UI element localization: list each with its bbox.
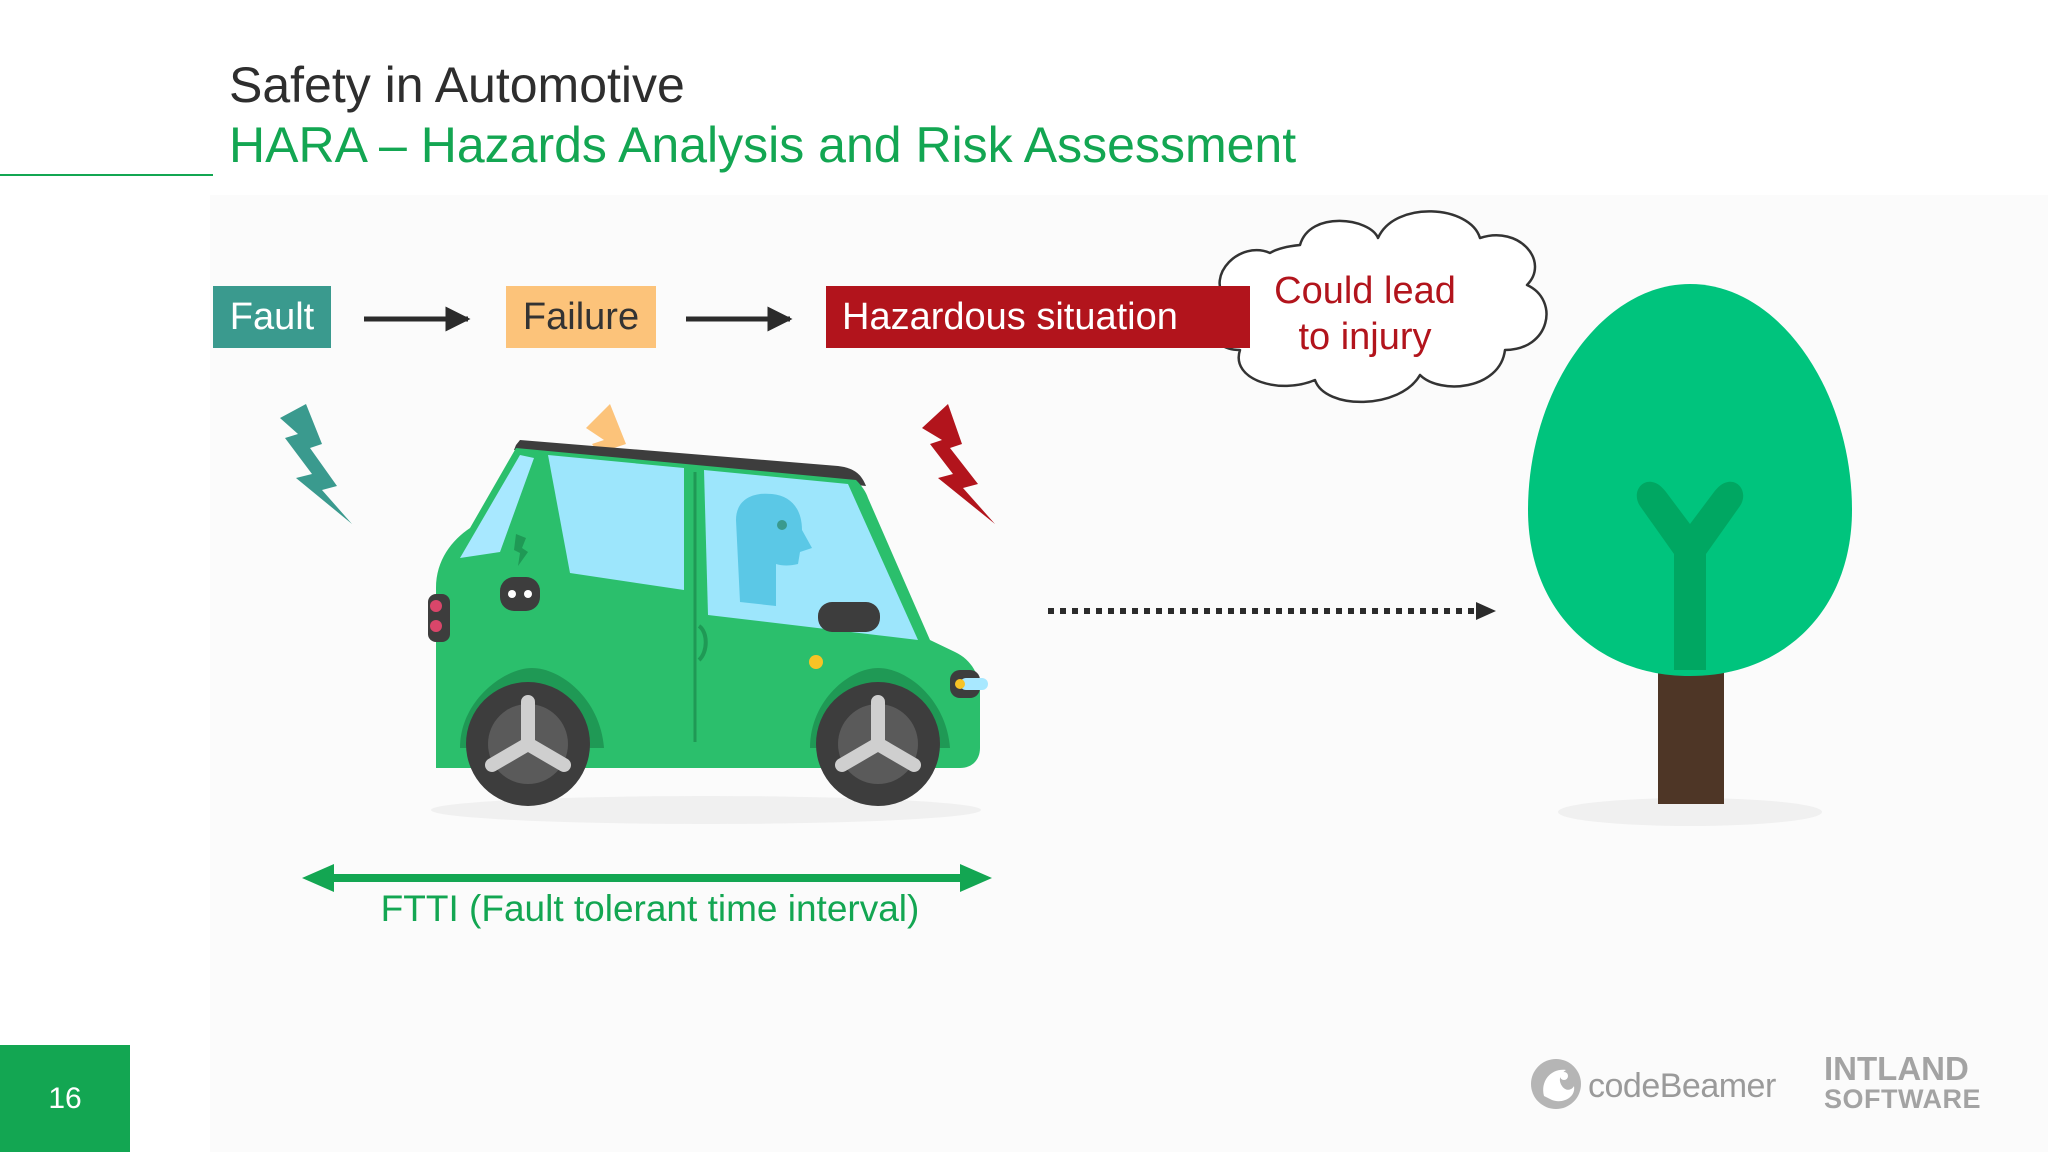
- codebeamer-logo-spacer: [1530, 1060, 1582, 1112]
- intland-wordmark-line2: SOFTWARE: [1824, 1084, 1981, 1114]
- hazardous-situation-box: Hazardous situation: [826, 286, 1250, 348]
- tree-icon: [1528, 284, 1852, 826]
- cloud-text-line2: to injury: [1298, 316, 1432, 358]
- slide-title: Safety in Automotive: [229, 57, 685, 113]
- page-number-badge: 16: [0, 1045, 130, 1152]
- car-icon: [428, 440, 988, 824]
- title-divider: [0, 174, 213, 176]
- cloud-text: Could lead to injury: [1230, 268, 1500, 360]
- fault-box: Fault: [213, 286, 331, 348]
- ftti-label: FTTI (Fault tolerant time interval): [380, 888, 920, 929]
- page-number: 16: [48, 1081, 82, 1115]
- codebeamer-wordmark: codeBeamer: [1588, 1066, 1776, 1105]
- codebeamer-logo-icon: [1531, 1059, 1581, 1109]
- intland-logo: INTLAND SOFTWARE: [1824, 1050, 1981, 1114]
- ftti-double-arrow: [302, 864, 992, 892]
- cloud-text-line1: Could lead: [1274, 270, 1456, 312]
- collision-path-arrow: [1048, 602, 1496, 620]
- hazard-lightning-icon: [922, 404, 995, 524]
- slide-subtitle: HARA – Hazards Analysis and Risk Assessm…: [229, 117, 1297, 173]
- fault-lightning-icon: [280, 404, 352, 524]
- intland-wordmark-line1: INTLAND: [1824, 1050, 1969, 1087]
- codebeamer-logo: codeBeamer: [1530, 1058, 1776, 1114]
- failure-box: Failure: [506, 286, 656, 348]
